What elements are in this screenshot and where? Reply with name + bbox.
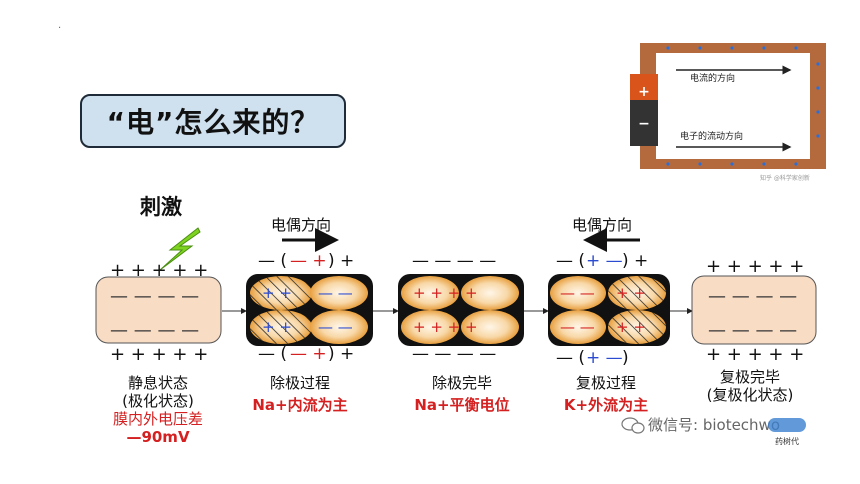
battery-minus-sign: − xyxy=(638,116,650,132)
cell-resting xyxy=(95,276,222,344)
signs-inner-bottom-1: — — — — xyxy=(110,320,199,341)
stage-repolarized: + + + + + — — — — — — — — + + + + + xyxy=(691,256,817,365)
inner-signs-4d: + + xyxy=(616,318,646,336)
stimulus-label: 刺激 xyxy=(140,195,182,219)
inner-signs-4b: + + xyxy=(616,284,646,302)
circuit-figure: + − 电流的方向 电子的流动方向 知乎 @科学家创新 xyxy=(630,43,826,182)
signs-bottom-4a: — ( xyxy=(556,348,585,368)
signs-inner-top-1: — — — — xyxy=(110,286,199,307)
caption-depolarizing-note: Na+内流为主 xyxy=(252,396,347,414)
signs-top-2a: — ( xyxy=(258,251,287,271)
signs-inner-bottom-5: — — — — xyxy=(708,320,797,341)
cell-repolarized xyxy=(691,275,817,345)
signs-top-5: + + + + + xyxy=(706,256,804,277)
signs-bottom-2c: ) + xyxy=(328,344,354,364)
signs-bottom-4b: + — xyxy=(586,348,623,368)
signs-top-4c: ) + xyxy=(622,251,648,271)
inner-signs-2a: + + xyxy=(262,284,292,302)
dipole-direction-label-2: 电偶方向 xyxy=(572,216,632,234)
caption-depolarized-note: Na+平衡电位 xyxy=(414,396,509,414)
caption-resting-note: 膜内外电压差 xyxy=(113,410,203,428)
signs-bottom-2b: — + xyxy=(290,344,327,364)
stray-mark: . xyxy=(58,20,62,31)
brand-logo xyxy=(768,418,806,432)
inner-signs-3a: + + + + xyxy=(413,284,478,302)
stage-repolarizing: 电偶方向 — ( + — ) + — — + + — — + + — ( + —… xyxy=(548,216,670,368)
signs-bottom-4c: ) xyxy=(622,348,629,368)
caption-depolarizing: 除极过程 xyxy=(270,374,330,392)
dipole-direction-label-1: 电偶方向 xyxy=(271,216,331,234)
caption-resting-voltage: —90mV xyxy=(126,428,190,446)
signs-bottom-2a: — ( xyxy=(258,344,287,364)
electron-direction-label: 电子的流动方向 xyxy=(680,130,743,142)
page-title: “电”怎么来的？ xyxy=(106,106,320,139)
lightning-icon xyxy=(159,227,201,271)
signs-top-2c: ) + xyxy=(328,251,354,271)
battery-positive-cap xyxy=(630,74,658,100)
signs-inner-top-5: — — — — xyxy=(708,286,797,307)
caption-repolarizing: 复极过程 xyxy=(576,374,636,392)
caption-repolarizing-note: K+外流为主 xyxy=(564,396,648,414)
signs-bottom-5: + + + + + xyxy=(706,344,804,365)
wechat-id: 微信号: biotechwo xyxy=(648,416,780,434)
inner-signs-4c: — — xyxy=(560,318,595,336)
signs-bottom-3: — — — — xyxy=(412,344,496,364)
stage-depolarized: — — — — + + + + + + + + — — — — xyxy=(398,251,524,364)
signs-top-1: + + + + + xyxy=(110,260,208,281)
wechat-watermark: 微信号: biotechwo 药树代 xyxy=(621,416,806,446)
inner-signs-2b: — — xyxy=(318,284,353,302)
signs-top-4a: — ( xyxy=(556,251,585,271)
title-box: “电”怎么来的？ xyxy=(80,94,346,148)
inner-signs-2c: + + xyxy=(262,318,292,336)
caption-depolarized: 除极完毕 xyxy=(432,374,492,392)
caption-repolarized-sub: (复极化状态) xyxy=(707,386,794,404)
brand-logo-text: 药树代 xyxy=(775,436,799,446)
signs-top-4b: + — xyxy=(586,251,623,271)
signs-top-3: — — — — xyxy=(412,251,496,271)
stage-depolarizing: 电偶方向 — ( — + ) + + + — — + + — — — ( — +… xyxy=(246,216,373,364)
inner-signs-2d: — — xyxy=(318,318,353,336)
inner-signs-3b: + + + + xyxy=(413,318,478,336)
stage-resting: + + + + + — — — — — — — — + + + + + xyxy=(95,260,222,365)
current-direction-label: 电流的方向 xyxy=(690,72,735,84)
caption-resting: 静息状态 xyxy=(128,374,188,392)
electron-dots xyxy=(666,46,820,166)
inner-signs-4a: — — xyxy=(560,284,595,302)
circuit-inner xyxy=(656,53,810,159)
signs-bottom-1: + + + + + xyxy=(110,344,208,365)
circuit-watermark: 知乎 @科学家创新 xyxy=(760,174,810,182)
battery-plus-sign: + xyxy=(638,84,650,100)
caption-resting-sub: (极化状态) xyxy=(122,392,194,410)
caption-repolarized: 复极完毕 xyxy=(720,368,780,386)
signs-top-2b: — + xyxy=(290,251,327,271)
